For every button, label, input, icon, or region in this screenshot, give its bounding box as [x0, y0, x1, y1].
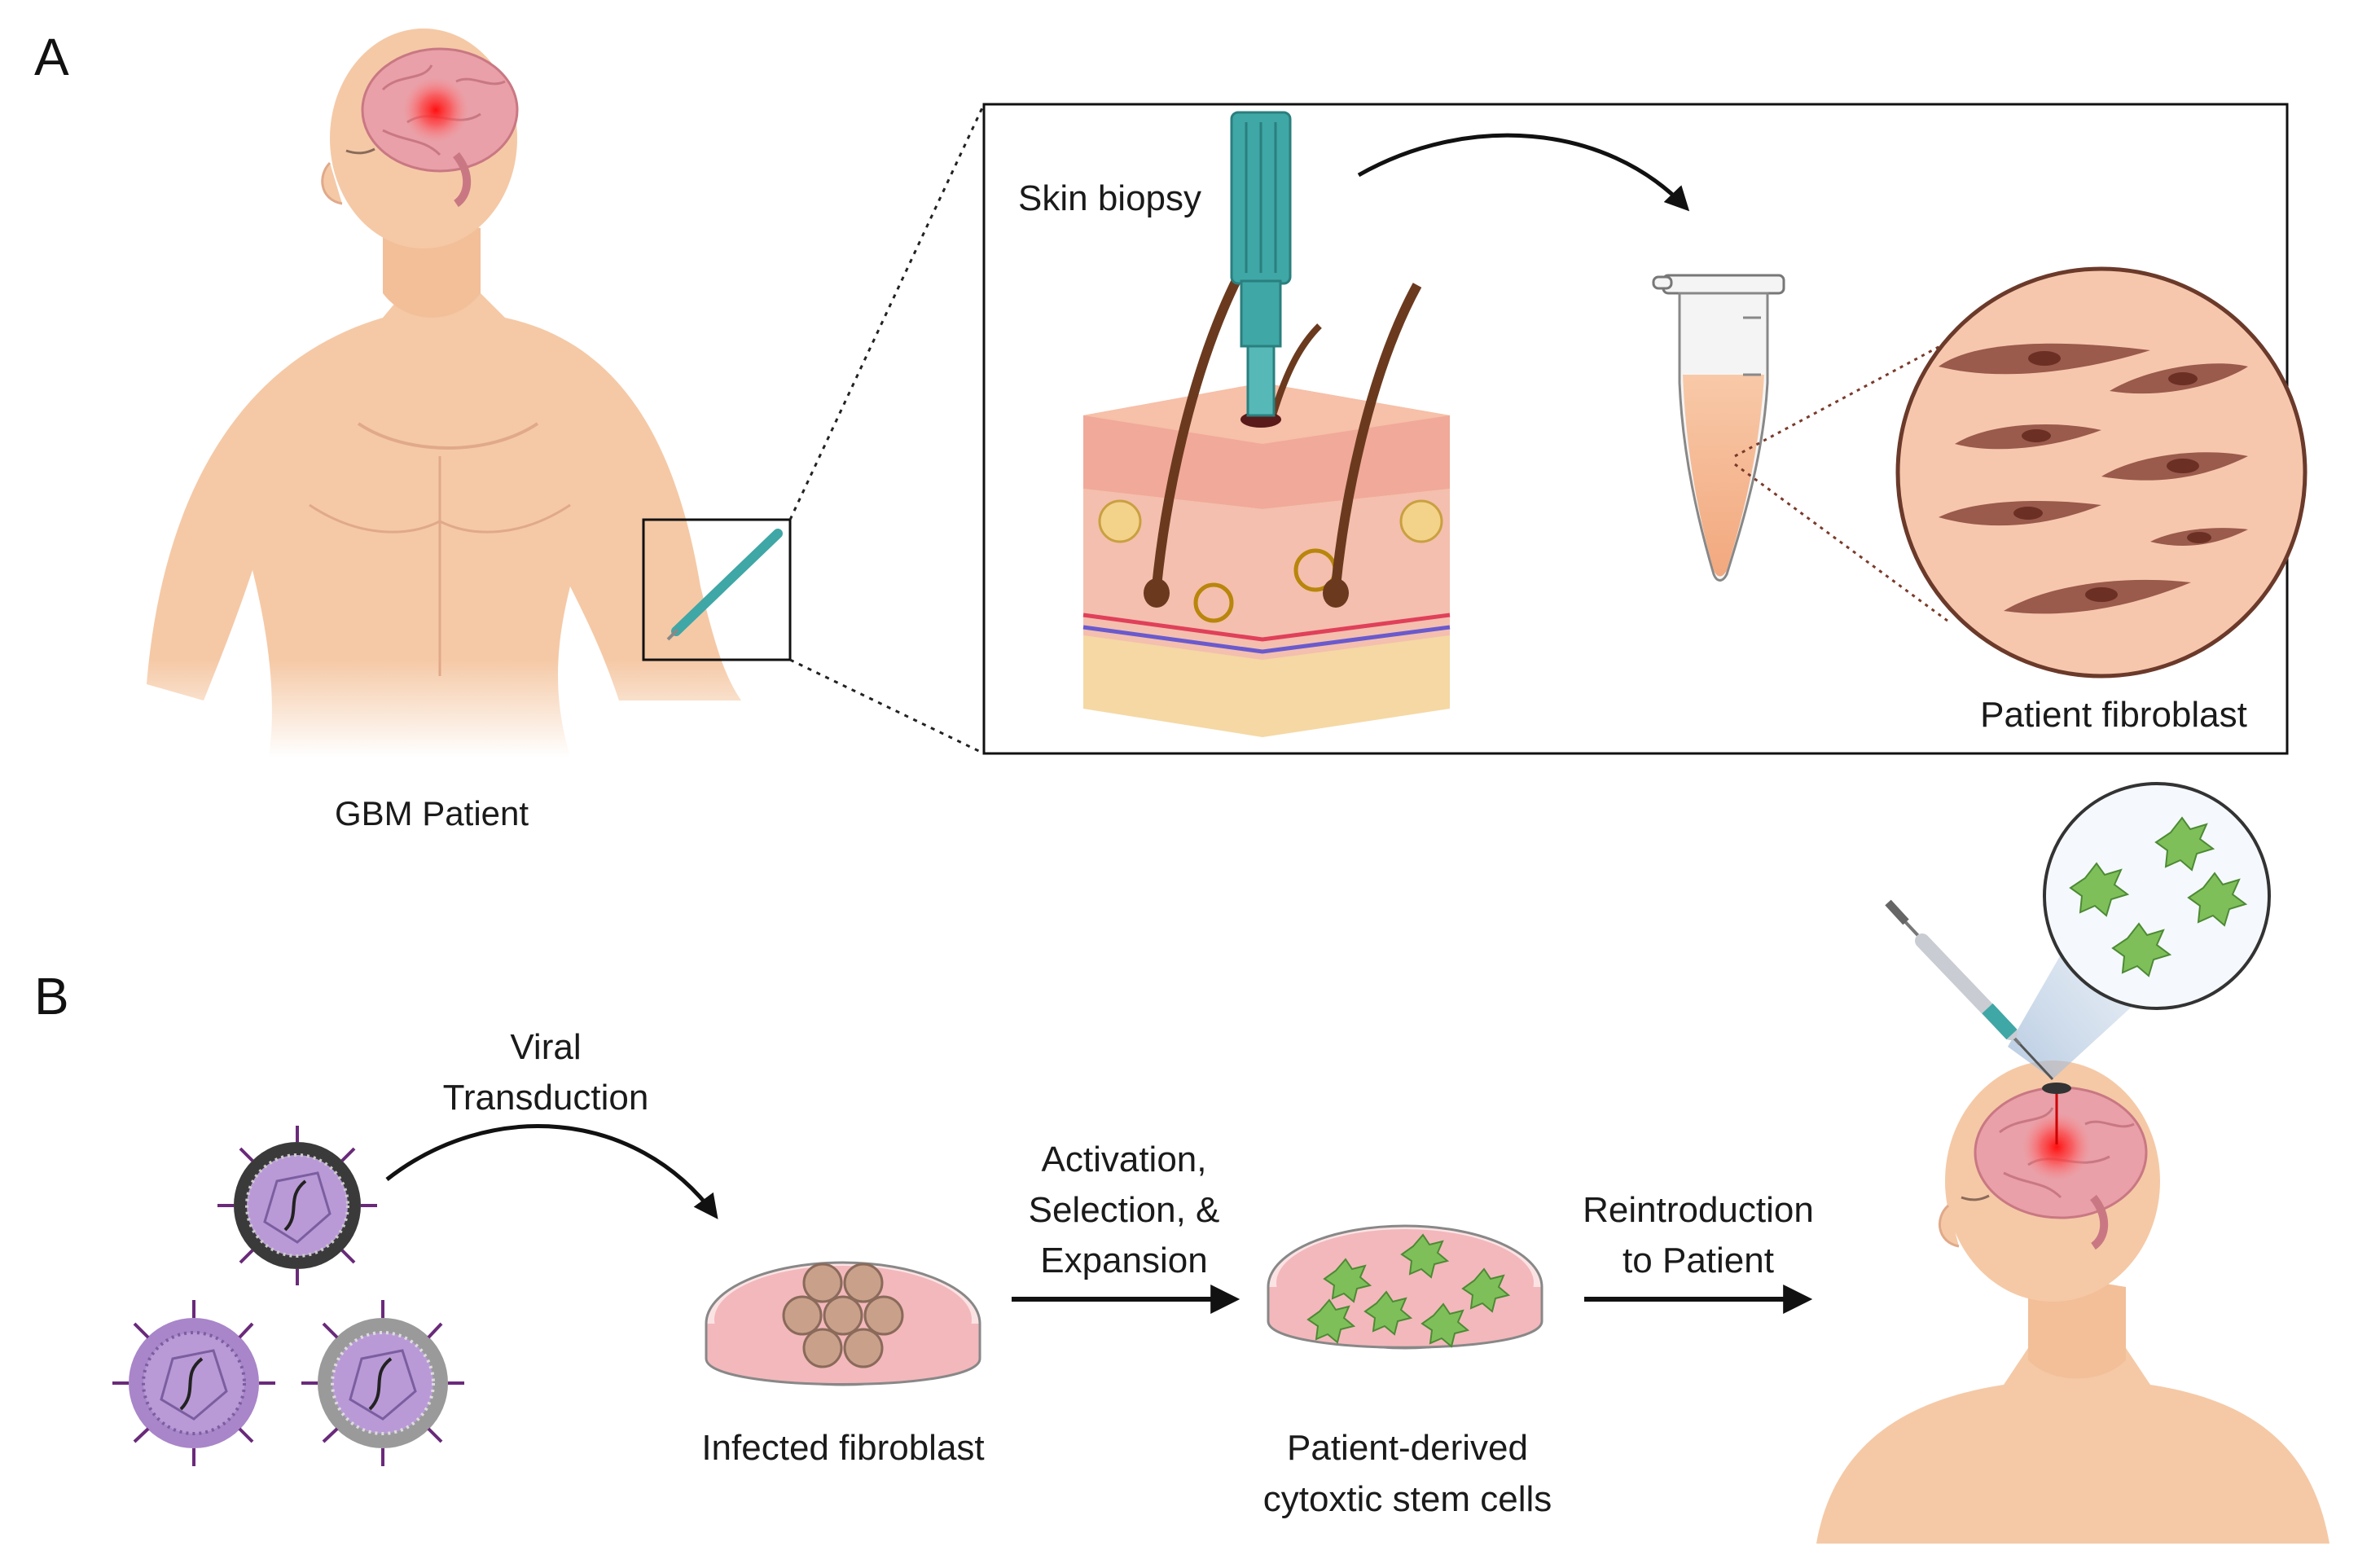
tumor-glow: [403, 77, 468, 143]
patient-fibroblast-label: Patient fibroblast: [1980, 695, 2247, 735]
brain-icon-2: [1974, 1083, 2148, 1250]
activation-label-line2: Selection, &: [1029, 1190, 1220, 1230]
panel-label-b: B: [34, 967, 69, 1026]
viral-transduction-label-line2: Transduction: [443, 1078, 649, 1118]
arrow-icon-biopsy-to-tube: [1357, 133, 1690, 212]
activation-label-line3: Expansion: [1040, 1241, 1207, 1280]
fibroblast-circle-icon: [1895, 266, 2308, 679]
syringe-icon: [1885, 899, 2054, 1081]
brain-icon: [361, 47, 519, 208]
microtube-icon: [1652, 274, 1785, 582]
biopsy-pen-small-icon: [666, 529, 783, 641]
reintroduction-label-line1: Reintroduction: [1583, 1190, 1814, 1230]
virus-icon-grey: [301, 1300, 464, 1466]
petri-dish-icon-infected: [705, 1261, 981, 1386]
tumor-glow-2: [2022, 1113, 2091, 1181]
magnified-cells-circle-icon: [2043, 782, 2271, 1010]
panel-label-a: A: [34, 28, 69, 86]
activation-label-line1: Activation,: [1042, 1140, 1207, 1179]
patient-derived-label-line1: Patient-derived: [1287, 1428, 1528, 1468]
biopsy-punch-icon: [1230, 111, 1292, 417]
petri-dish-icon-stem-cells: [1267, 1224, 1543, 1350]
arrow-icon-viral-transduction: [385, 1124, 718, 1219]
arm-inset-box: [642, 518, 792, 661]
reintroduction-label-line2: to Patient: [1622, 1241, 1774, 1280]
gbm-patient-label: GBM Patient: [335, 794, 529, 832]
zoom-connector-top: [1734, 339, 1952, 458]
connector-bottom: [789, 658, 985, 755]
skin-biopsy-label: Skin biopsy: [1018, 178, 1201, 218]
virus-icon-purple: [112, 1300, 275, 1466]
patient-derived-label-line2: cytoxtic stem cells: [1263, 1479, 1552, 1519]
infected-fibroblast-label: Infected fibroblast: [701, 1428, 984, 1468]
connector-top: [788, 103, 986, 520]
viral-transduction-label-line1: Viral: [510, 1027, 581, 1067]
virus-icon-dark: [217, 1126, 377, 1285]
